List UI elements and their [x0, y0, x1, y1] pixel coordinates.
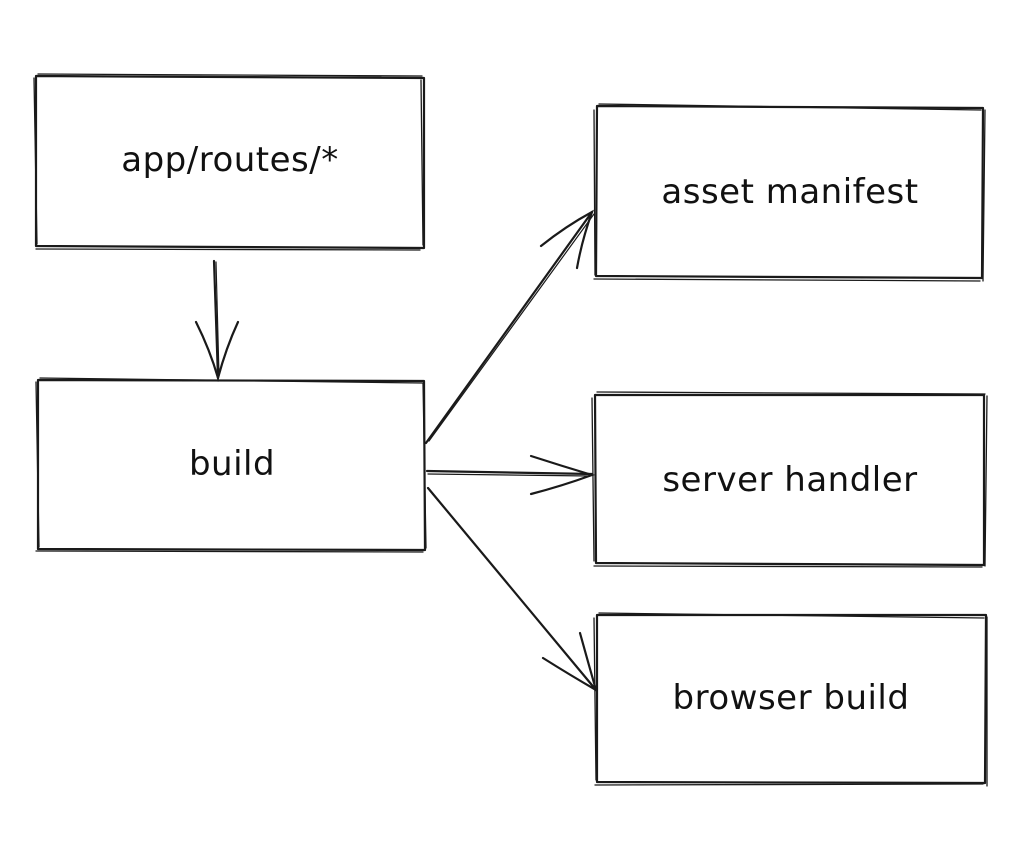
edge-build-to-server-handler: [425, 454, 596, 496]
arrowhead-icon: [194, 320, 240, 383]
node-box-routes: [33, 73, 426, 251]
node-box-browser-build: [593, 612, 988, 787]
node-label-asset-manifest: asset manifest: [661, 172, 919, 212]
arrowhead-icon: [539, 209, 594, 270]
edge-routes-to-build: [194, 259, 240, 383]
node-box-server-handler: [591, 391, 988, 568]
node-label-routes: app/routes/*: [121, 140, 339, 180]
arrowhead-icon: [529, 454, 596, 496]
node-label-server-handler: server handler: [662, 460, 918, 500]
node-box-asset-manifest: [593, 103, 986, 282]
edge-build-to-asset-manifest: [424, 209, 595, 445]
arrowhead-icon: [541, 631, 598, 693]
node-label-build: build: [188, 444, 276, 484]
edge-build-to-browser-build: [426, 486, 598, 693]
node-label-browser-build: browser build: [672, 678, 910, 718]
node-box-build: [35, 377, 427, 553]
